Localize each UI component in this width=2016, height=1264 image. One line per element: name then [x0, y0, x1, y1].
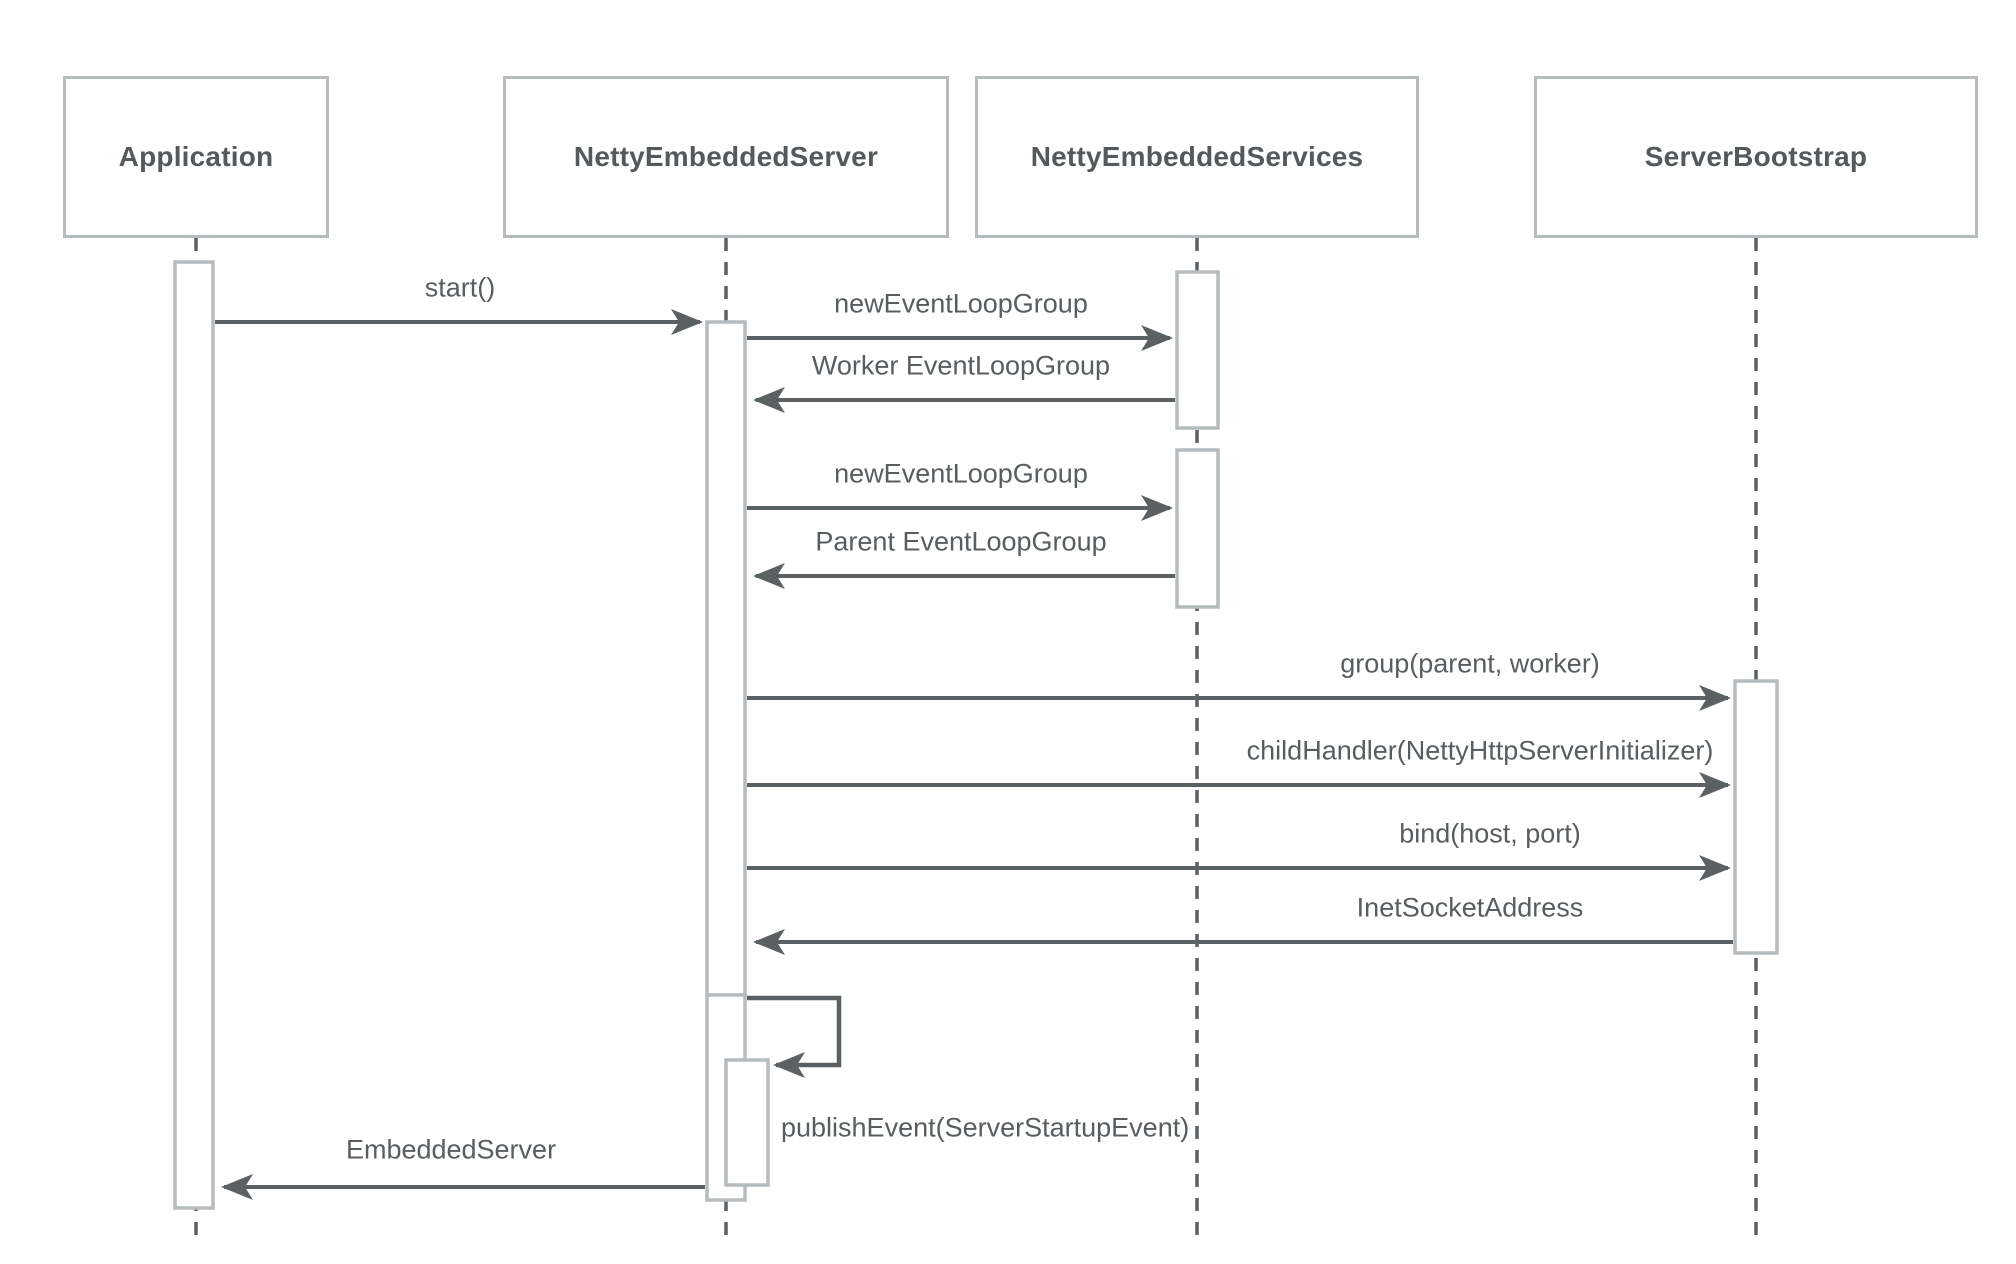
message-label-publish-event: publishEvent(ServerStartupEvent)	[781, 1112, 1190, 1143]
activation-netty-embedded-server-1	[705, 320, 747, 997]
participant-name-netty-embedded-services: NettyEmbeddedServices	[1030, 141, 1364, 172]
message-arrow-self-call	[747, 995, 842, 1078]
activation-server-bootstrap	[1733, 679, 1779, 955]
participant-name-application: Application	[118, 141, 274, 172]
activation-netty-embedded-services-1	[1175, 270, 1220, 430]
message-label-new-event-loop-group-2: newEventLoopGroup	[834, 458, 1088, 489]
participant-name-server-bootstrap: ServerBootstrap	[1644, 141, 1868, 172]
message-label-worker-event-loop-group: Worker EventLoopGroup	[811, 350, 1111, 381]
message-label-new-event-loop-group-1: newEventLoopGroup	[834, 288, 1088, 319]
message-label-inet-socket-address: InetSocketAddress	[1356, 892, 1584, 923]
participant-box-netty-embedded-server: NettyEmbeddedServer	[503, 76, 949, 238]
participant-box-netty-embedded-services: NettyEmbeddedServices	[975, 76, 1419, 238]
message-label-child-handler: childHandler(NettyHttpServerInitializer)	[1246, 735, 1714, 766]
message-label-bind: bind(host, port)	[1399, 818, 1581, 849]
activation-netty-embedded-services-2	[1175, 448, 1220, 609]
activation-application	[173, 260, 215, 1210]
activation-netty-embedded-server-nested	[724, 1058, 770, 1187]
participant-name-netty-embedded-server: NettyEmbeddedServer	[573, 141, 879, 172]
message-label-embedded-server: EmbeddedServer	[345, 1134, 557, 1165]
message-label-start: start()	[424, 272, 496, 303]
message-label-group: group(parent, worker)	[1340, 648, 1600, 679]
message-label-parent-event-loop-group: Parent EventLoopGroup	[815, 526, 1107, 557]
participant-box-server-bootstrap: ServerBootstrap	[1534, 76, 1978, 238]
participant-box-application: Application	[63, 76, 329, 238]
